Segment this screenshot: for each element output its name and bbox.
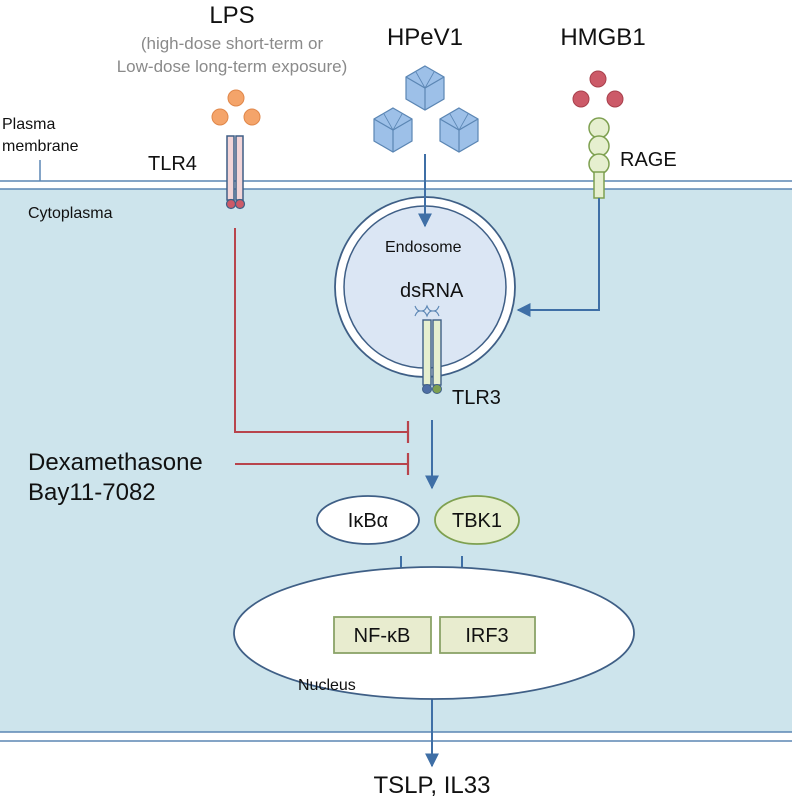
dsrna-helix-icon [414,304,440,318]
lps-note-line2: Low-dose long-term exposure) [117,57,348,76]
irf3-label: IRF3 [465,625,508,647]
rage-receptor-icon [588,117,610,199]
nucleus-label: Nucleus [298,677,356,694]
nfkb-box [333,616,432,654]
tlr4-label: TLR4 [148,153,197,175]
plasma-membrane-label-line1: Plasma [2,116,55,133]
virus-icon [373,65,479,153]
bay-label: Bay11-7082 [28,479,156,506]
lps-ligand-icon [211,89,261,126]
dsrna-label: dsRNA [400,280,464,302]
lps-label: LPS [209,2,254,29]
dexamethasone-label: Dexamethasone [28,449,203,476]
output-label: TSLP, IL33 [374,772,491,799]
hpev1-label: HPeV1 [387,24,463,51]
ikba-node [316,495,420,545]
cytoplasma-label: Cytoplasma [28,205,113,222]
tlr3-receptor-icon [422,319,442,394]
lps-note-line1: (high-dose short-term or [141,34,324,53]
nucleus [233,566,635,700]
hmgb1-label: HMGB1 [560,24,645,51]
tbk1-node [434,495,520,545]
rage-label: RAGE [620,149,677,171]
nfkb-label: NF-κB [354,625,411,647]
endosome-label: Endosome [385,239,462,256]
arrow-rage-to-endosome [516,198,600,317]
tbk1-label: TBK1 [452,510,502,532]
inhibition-tlr4 [234,228,407,433]
tlr3-label: TLR3 [452,387,501,409]
ikba-label: IκBα [348,510,388,532]
plasma-membrane-label-line2: membrane [2,138,79,155]
irf3-box [439,616,536,654]
tlr4-receptor-icon [225,135,246,210]
hmgb1-ligand-icon [572,70,624,108]
